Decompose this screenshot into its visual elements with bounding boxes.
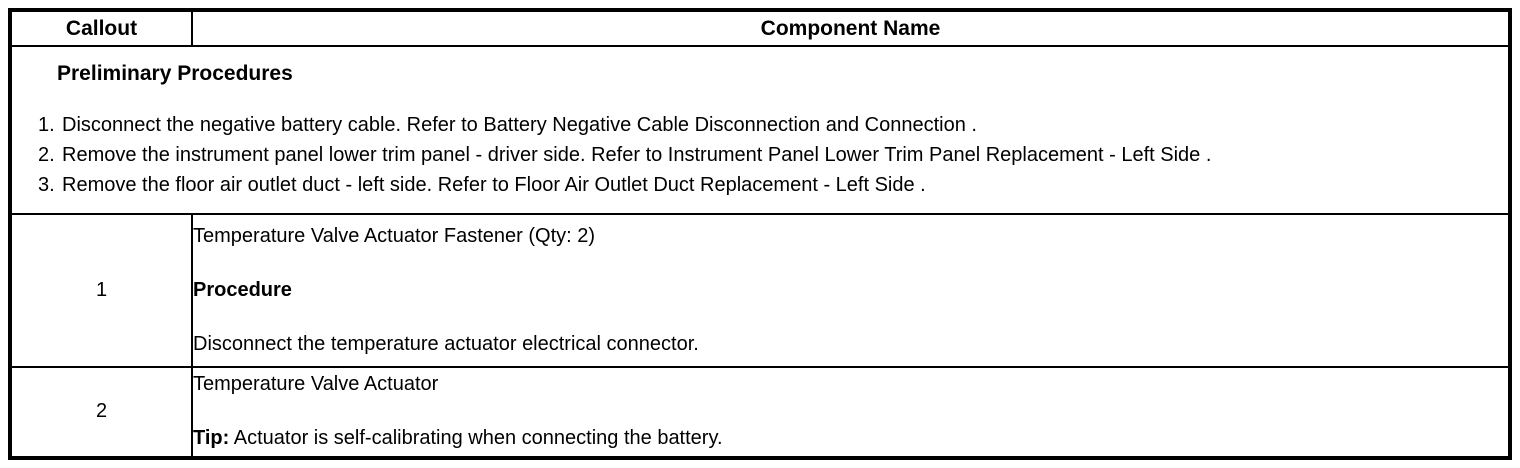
procedure-detail: Disconnect the temperature actuator elec… (193, 332, 699, 355)
component-name-column-header: Component Name (191, 8, 1511, 48)
preliminary-procedures-title: Preliminary Procedures (57, 62, 293, 86)
preliminary-step-2: 2. Remove the instrument panel lower trim… (12, 140, 1508, 170)
component-description-cell: Temperature Valve Actuator Tip: Actuator… (191, 365, 1511, 460)
preliminary-steps-list: 1. Disconnect the negative battery cable.… (12, 110, 1508, 200)
callout-column-header: Callout (9, 8, 193, 48)
table-row-callout-1: 1 Temperature Valve Actuator Fastener (Q… (9, 212, 1511, 368)
tip-line: Tip: Actuator is self-calibrating when c… (193, 425, 1508, 452)
table-row-callout-2: 2 Temperature Valve Actuator Tip: Actuat… (9, 365, 1511, 460)
step-text: Remove the floor air outlet duct - left … (62, 174, 926, 197)
step-text: Disconnect the negative battery cable. R… (62, 114, 977, 137)
callout-number: 2 (9, 365, 193, 460)
preliminary-step-1: 1. Disconnect the negative battery cable.… (12, 110, 1508, 140)
step-text: Remove the instrument panel lower trim p… (62, 144, 1212, 167)
component-name: Temperature Valve Actuator (193, 373, 439, 396)
table-header-row: Callout Component Name (9, 8, 1511, 48)
preliminary-procedures-row: Preliminary Procedures 1. Disconnect the … (9, 45, 1511, 215)
preliminary-procedures-cell: Preliminary Procedures 1. Disconnect the … (9, 45, 1511, 215)
step-number: 1. (38, 114, 55, 137)
tip-label: Tip: (193, 427, 230, 450)
component-callout-table: Callout Component Name Preliminary Proce… (8, 8, 1512, 460)
tip-text: Actuator is self-calibrating when connec… (233, 427, 723, 450)
step-number: 3. (38, 174, 55, 197)
component-description-cell: Temperature Valve Actuator Fastener (Qty… (191, 212, 1511, 368)
component-name: Temperature Valve Actuator Fastener (Qty… (193, 224, 596, 247)
preliminary-step-3: 3. Remove the floor air outlet duct - lef… (12, 170, 1508, 200)
step-number: 2. (38, 144, 55, 167)
callout-number: 1 (9, 212, 193, 368)
procedure-subheading: Procedure (193, 278, 292, 301)
